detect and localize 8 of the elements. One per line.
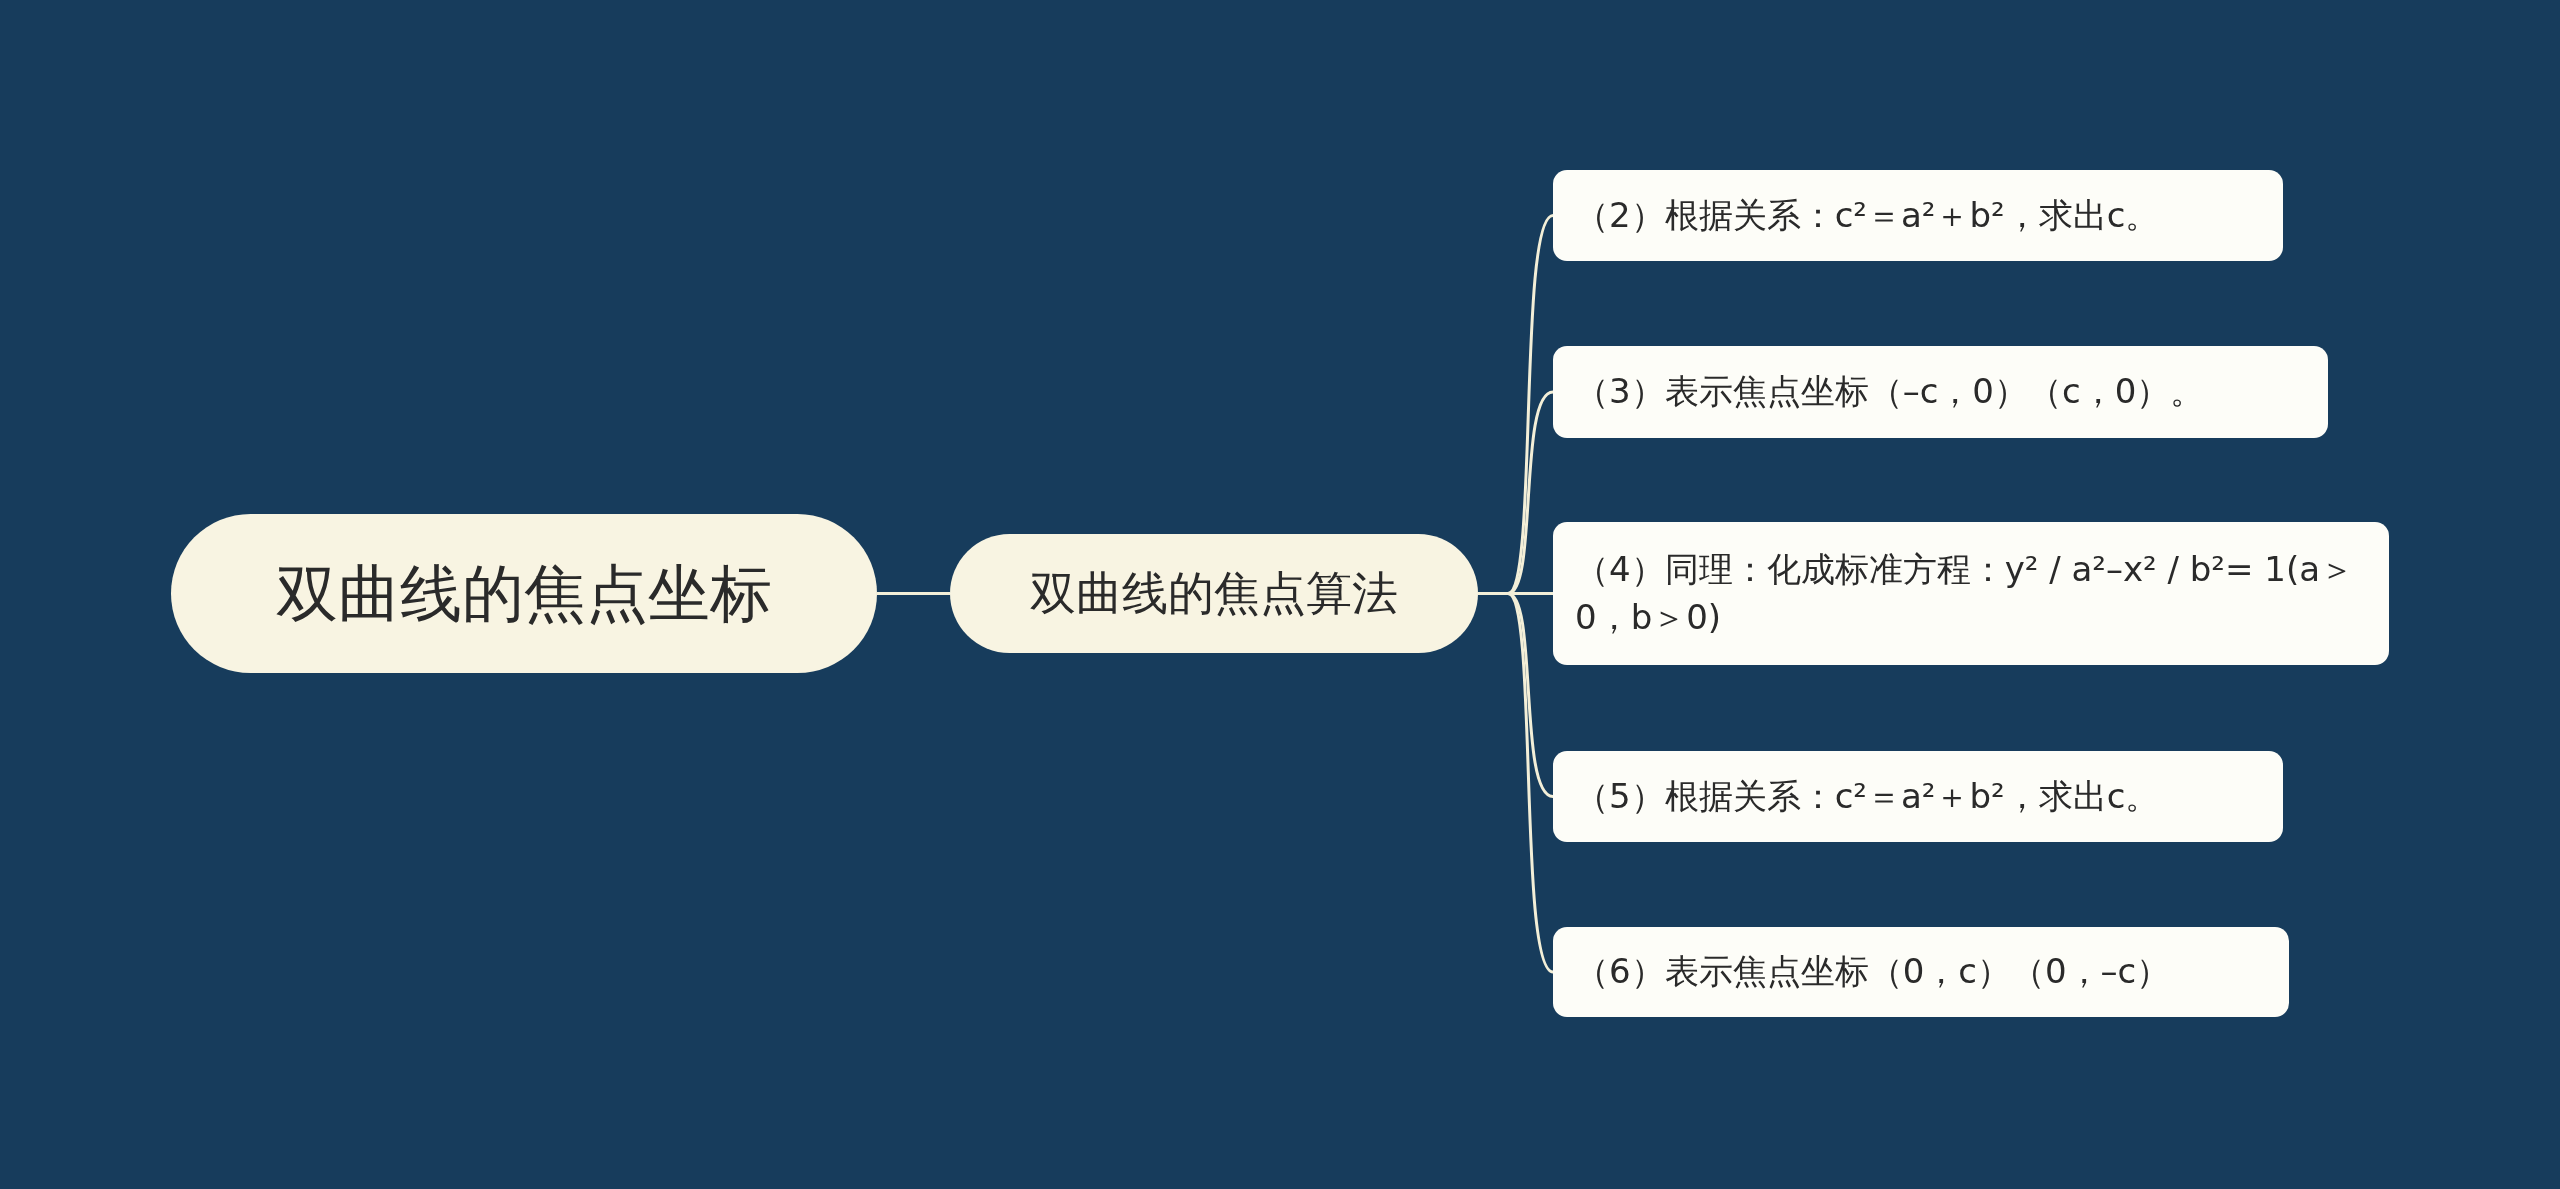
step-box: （3）表示焦点坐标（–c，0）（c，0）。 xyxy=(1553,346,2328,438)
step-box: （2）根据关系：c²＝a²＋b²，求出c。 xyxy=(1553,170,2283,261)
step-box: （4）同理：化成标准方程：y² / a²–x² / b²= 1(a＞0，b＞0) xyxy=(1553,522,2389,665)
subtopic-pill: 双曲线的焦点算法 xyxy=(950,534,1478,653)
topic-pill: 双曲线的焦点坐标 xyxy=(171,514,877,673)
step-box: （5）根据关系：c²＝a²＋b²，求出c。 xyxy=(1553,751,2283,842)
connector-line xyxy=(877,592,950,595)
step-box: （6）表示焦点坐标（0，c）（0，–c） xyxy=(1553,927,2289,1017)
